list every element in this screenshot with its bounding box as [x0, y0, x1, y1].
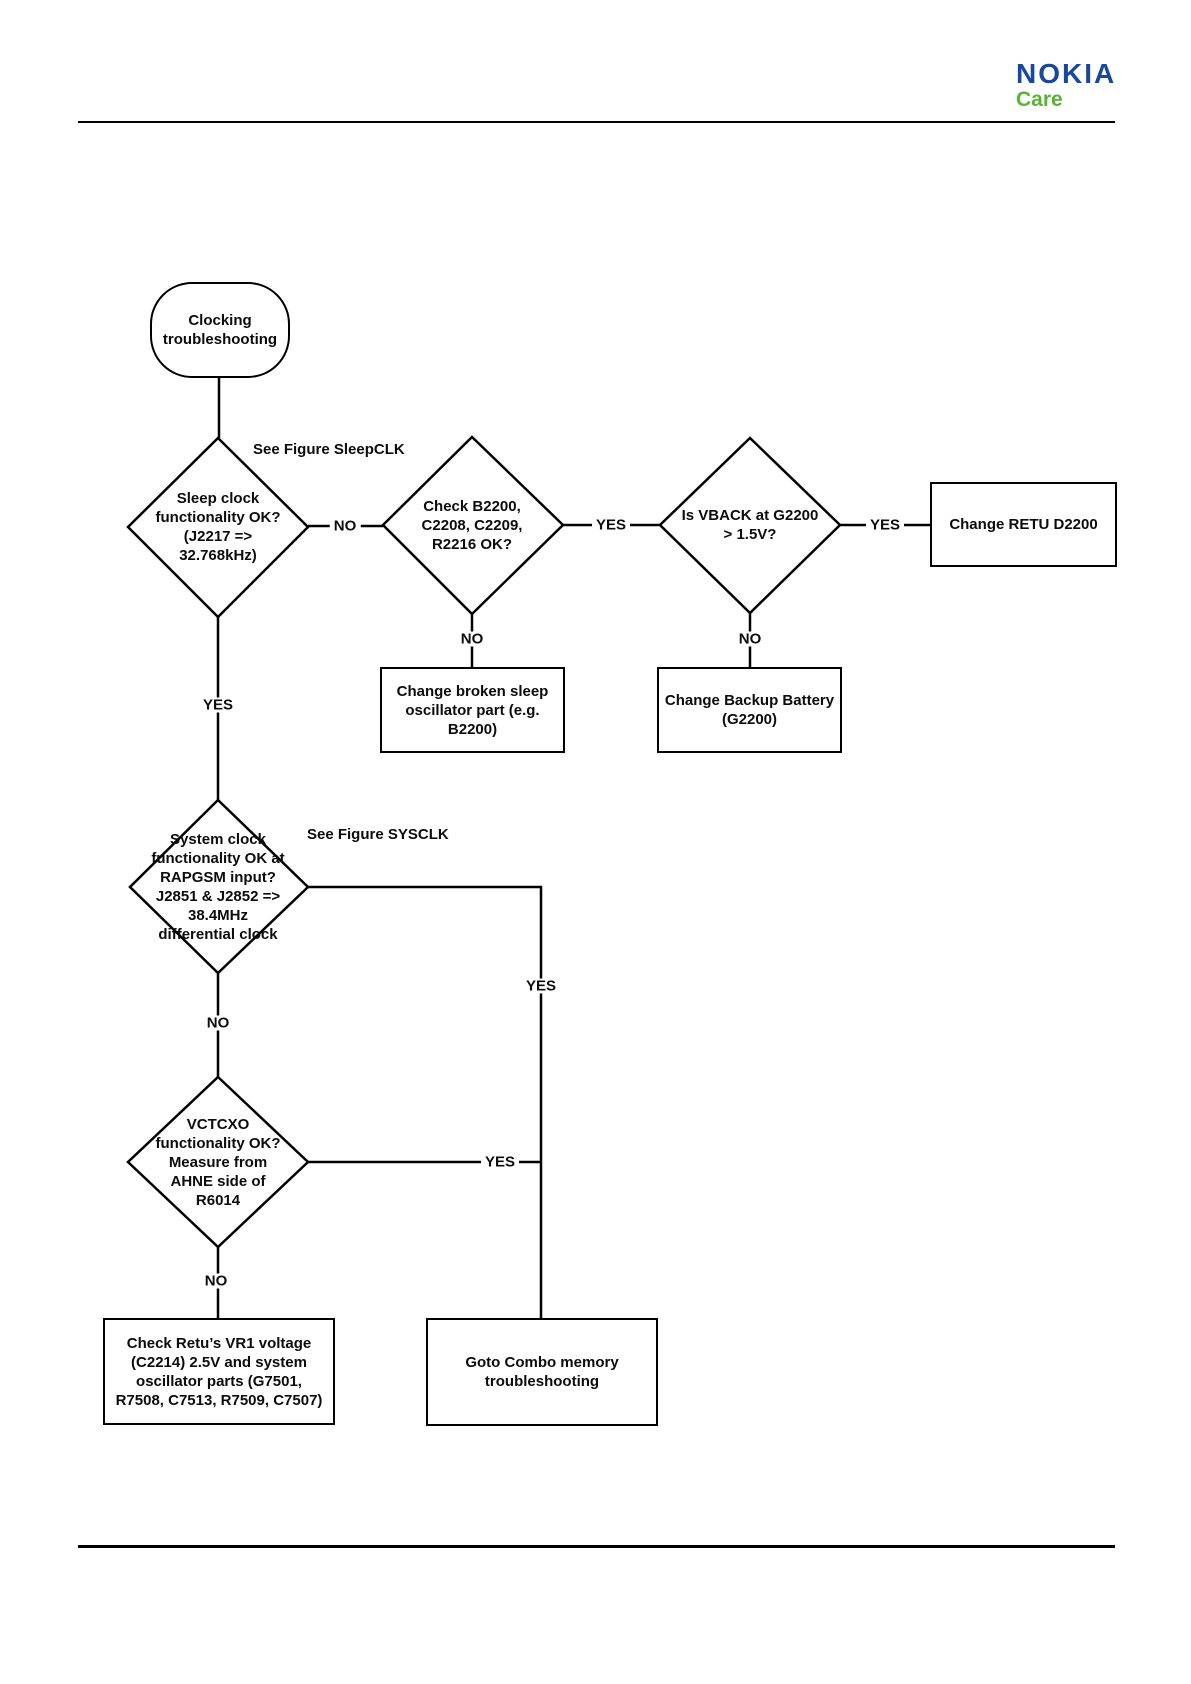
edge-label-vctcxo-no: NO	[200, 1273, 232, 1289]
decision-sleep-clock-shape	[126, 436, 310, 619]
process-change-backup-battery-label: Change Backup Battery (G2200)	[664, 692, 835, 728]
start-label: Clocking troubleshooting	[162, 312, 278, 348]
edge-label-sys-yes: YES	[521, 978, 561, 994]
start-terminator: Clocking troubleshooting	[150, 282, 290, 378]
header-rule	[78, 121, 1115, 123]
process-change-sleep-oscillator-label: Change broken sleep oscillator part (e.g…	[396, 682, 549, 738]
annotation-see-figure-sleepclk: See Figure SleepCLK	[253, 441, 405, 458]
edge-label-vback-no: NO	[734, 631, 766, 647]
edge-label-sleep-no: NO	[329, 518, 361, 534]
edge-label-check-no: NO	[456, 631, 488, 647]
decision-vctcxo-shape	[126, 1075, 310, 1249]
process-check-retu-vr1: Check Retu’s VR1 voltage (C2214) 2.5V an…	[103, 1318, 335, 1425]
decision-system-clock: System clock functionality OK at RAPGSM …	[151, 831, 285, 943]
process-change-retu-label: Change RETU D2200	[949, 516, 1098, 533]
process-change-retu: Change RETU D2200	[930, 482, 1117, 567]
annotation-see-figure-sysclk: See Figure SYSCLK	[307, 826, 449, 843]
edge-label-sleep-yes: YES	[198, 697, 238, 713]
process-goto-combo-memory-label: Goto Combo memory troubleshooting	[465, 1354, 619, 1390]
decision-vback-shape	[658, 436, 842, 615]
edge-label-sys-no: NO	[202, 1015, 234, 1031]
process-change-backup-battery: Change Backup Battery (G2200)	[657, 667, 842, 753]
decision-vback: Is VBACK at G2200 > 1.5V?	[681, 507, 819, 543]
edge-label-check-yes: YES	[591, 517, 631, 533]
decision-vctcxo: VCTCXO functionality OK? Measure from AH…	[155, 1116, 281, 1209]
nokia-logo: NOKIA	[1016, 58, 1117, 89]
nokia-care-label: Care	[1016, 88, 1063, 111]
edge-label-vback-yes: YES	[865, 517, 905, 533]
decision-sleep-clock: Sleep clock functionality OK? (J2217 => …	[155, 490, 281, 564]
decision-check-parts: Check B2200, C2208, C2209, R2216 OK?	[421, 498, 523, 553]
decision-system-clock-shape	[128, 798, 310, 975]
footer-rule	[78, 1545, 1115, 1548]
process-change-sleep-oscillator: Change broken sleep oscillator part (e.g…	[380, 667, 565, 753]
process-check-retu-vr1-label: Check Retu’s VR1 voltage (C2214) 2.5V an…	[115, 1334, 323, 1409]
edge-sys-yes	[308, 885, 543, 1318]
edge-label-vctcxo-yes: YES	[480, 1154, 520, 1170]
decision-check-parts-shape	[381, 435, 565, 616]
process-goto-combo-memory: Goto Combo memory troubleshooting	[426, 1318, 658, 1426]
